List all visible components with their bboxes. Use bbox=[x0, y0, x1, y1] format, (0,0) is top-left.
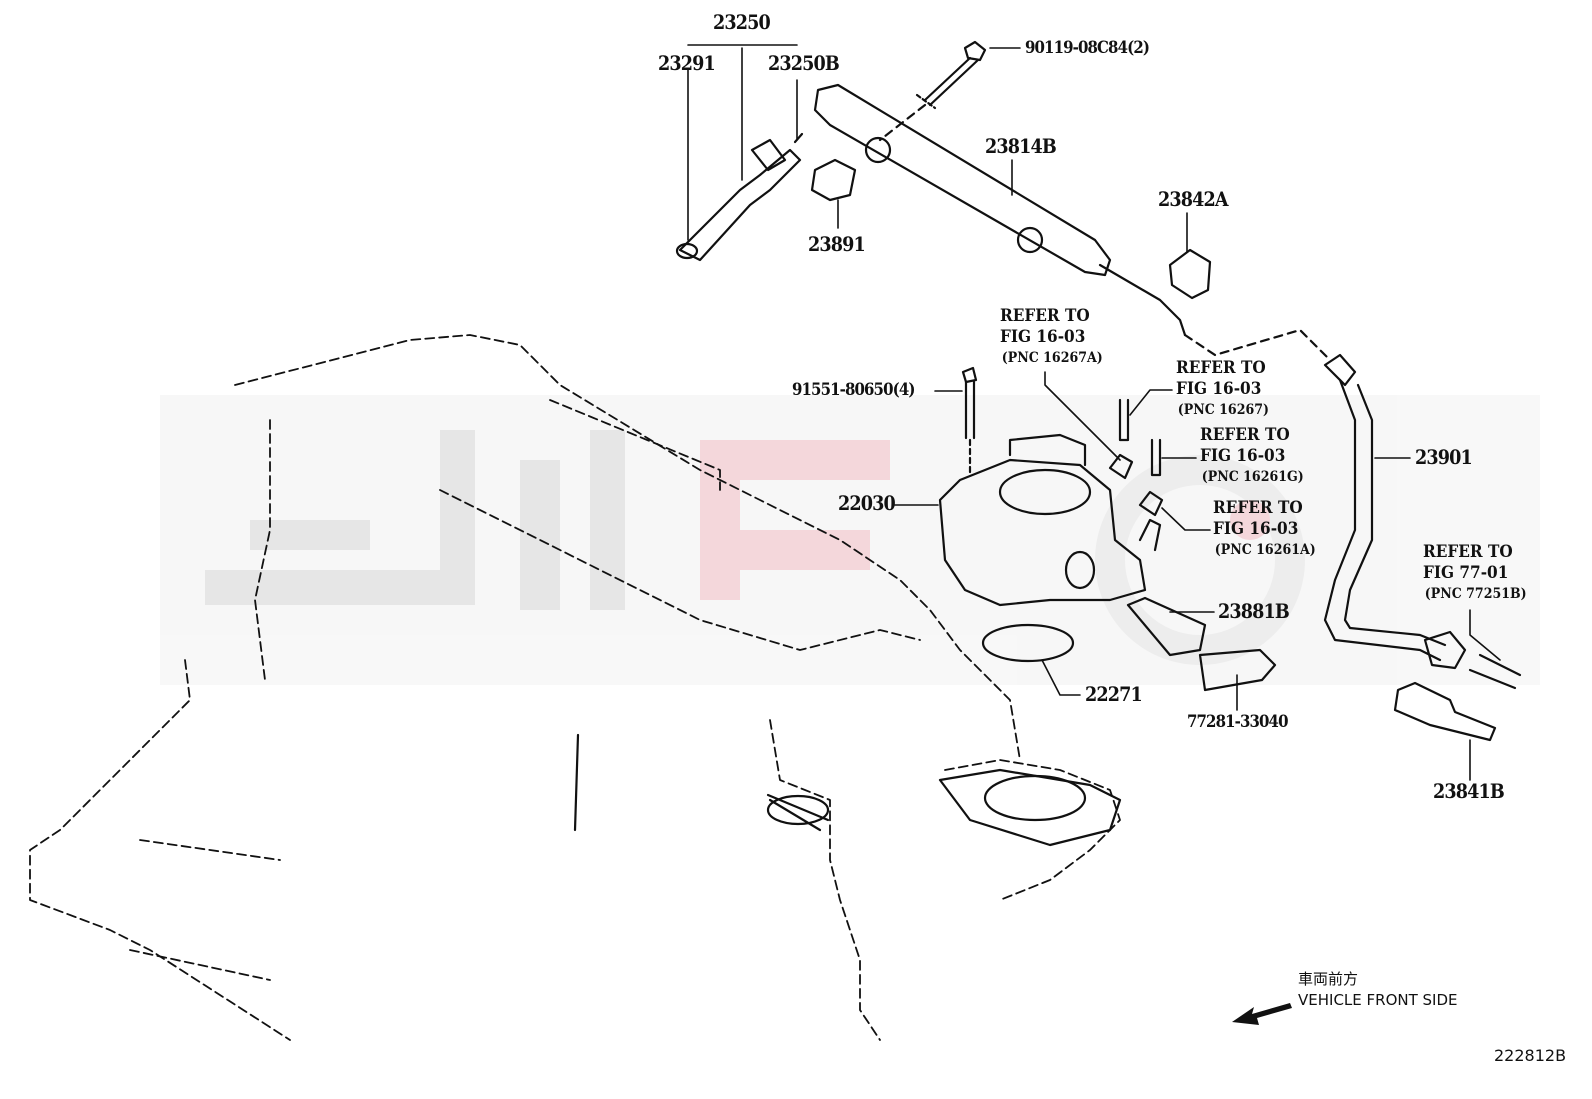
part-label-23250[interactable]: 23250 bbox=[713, 10, 771, 34]
part-label-22271[interactable]: 22271 bbox=[1085, 682, 1143, 706]
front-arrow-icon bbox=[1232, 1003, 1292, 1025]
part-label-23250b[interactable]: 23250B bbox=[768, 51, 840, 75]
part-label-23901[interactable]: 23901 bbox=[1415, 445, 1473, 469]
part-label-23881b[interactable]: 23881B bbox=[1218, 599, 1290, 623]
engine-outline bbox=[29, 334, 1121, 1041]
reference-line2: FIG 16-03 bbox=[1176, 379, 1262, 399]
reference-16267a[interactable]: REFER TO FIG 16-03 (PNC 16267A) bbox=[1000, 306, 1103, 369]
reference-line2: FIG 77-01 bbox=[1423, 563, 1509, 583]
throttle-body-drawing bbox=[938, 433, 1162, 607]
part-label-90119[interactable]: 90119-08C84(2) bbox=[1025, 38, 1150, 58]
engine-line bbox=[573, 733, 580, 832]
reference-line1: REFER TO bbox=[1200, 425, 1290, 445]
figure-id: 222812B bbox=[1494, 1046, 1567, 1065]
hose-clamp-drawing bbox=[1393, 681, 1497, 742]
reference-16267[interactable]: REFER TO FIG 16-03 (PNC 16267) bbox=[1176, 358, 1269, 421]
reference-line1: REFER TO bbox=[1213, 498, 1303, 518]
fuel-hose-drawing bbox=[1323, 353, 1522, 690]
injector-drawing bbox=[675, 132, 804, 262]
part-label-23841b[interactable]: 23841B bbox=[1433, 779, 1505, 803]
part-label-77281[interactable]: 77281-33040 bbox=[1187, 712, 1289, 732]
reference-line2: FIG 16-03 bbox=[1000, 327, 1086, 347]
reference-pnc: (PNC 16261A) bbox=[1214, 542, 1316, 558]
direction-label-en: VEHICLE FRONT SIDE bbox=[1298, 991, 1458, 1009]
rail-bushing-drawing bbox=[1168, 248, 1212, 300]
reference-16261g[interactable]: REFER TO FIG 16-03 (PNC 16261G) bbox=[1200, 425, 1304, 488]
clamp-16267a bbox=[1108, 453, 1134, 480]
part-label-23842a[interactable]: 23842A bbox=[1158, 187, 1228, 211]
reference-line1: REFER TO bbox=[1423, 542, 1513, 562]
reference-pnc: (PNC 16261G) bbox=[1201, 469, 1304, 485]
part-label-22030[interactable]: 22030 bbox=[838, 491, 896, 515]
clip-drawing bbox=[1198, 648, 1277, 692]
reference-line2: FIG 16-03 bbox=[1213, 519, 1299, 539]
leader-lines bbox=[687, 44, 1501, 781]
part-label-23891[interactable]: 23891 bbox=[808, 232, 866, 256]
bracket-drawing bbox=[1126, 596, 1207, 657]
bolt-drawing bbox=[878, 40, 987, 142]
intake-flange bbox=[766, 768, 1122, 847]
hose-16267 bbox=[1118, 398, 1130, 442]
reference-16261a[interactable]: REFER TO FIG 16-03 (PNC 16261A) bbox=[1213, 498, 1316, 561]
part-label-91551[interactable]: 91551-80650(4) bbox=[792, 380, 915, 400]
reference-77251b[interactable]: REFER TO FIG 77-01 (PNC 77251B) bbox=[1423, 542, 1527, 605]
reference-pnc: (PNC 16267A) bbox=[1001, 350, 1103, 366]
reference-line1: REFER TO bbox=[1000, 306, 1090, 326]
reference-pnc: (PNC 77251B) bbox=[1424, 586, 1527, 602]
dashed-connection bbox=[1183, 328, 1332, 362]
hose-16261g bbox=[1150, 438, 1162, 477]
reference-line1: REFER TO bbox=[1176, 358, 1266, 378]
direction-label-jp: 車両前方 bbox=[1298, 970, 1359, 988]
reference-line2: FIG 16-03 bbox=[1200, 446, 1286, 466]
part-label-23814b[interactable]: 23814B bbox=[985, 134, 1057, 158]
tb-bolt-drawing bbox=[961, 366, 978, 477]
part-label-23291[interactable]: 23291 bbox=[658, 51, 716, 75]
fuel-rail-drawing bbox=[813, 83, 1187, 337]
bushing-drawing bbox=[810, 158, 857, 202]
reference-pnc: (PNC 16267) bbox=[1177, 402, 1269, 418]
clamp-16261a bbox=[1138, 490, 1164, 517]
gasket-drawing bbox=[981, 623, 1075, 663]
watermark-logo bbox=[160, 395, 1540, 685]
